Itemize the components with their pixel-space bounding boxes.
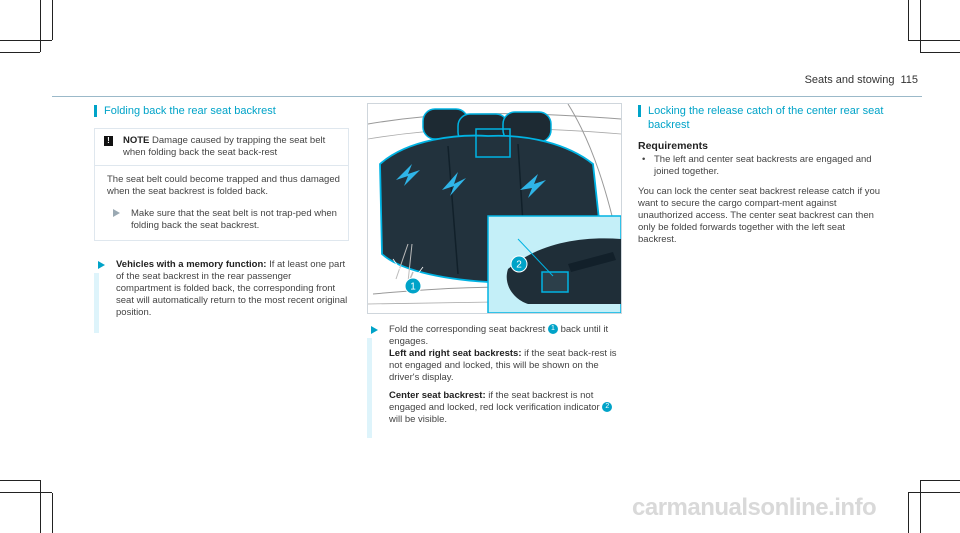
center-text-b: will be visible. [389,414,448,425]
center-label: Center seat backrest: [389,390,486,401]
callout-1-icon: 1 [547,324,558,335]
notice-label: NOTE [123,135,150,146]
notice-text: The seat belt could become trapped and t… [107,174,340,197]
center-note: Center seat backrest: if the seat backre… [389,390,622,426]
notice-box: ! NOTE Damage caused by trapping the sea… [94,128,349,241]
crop-mark [0,492,52,493]
notice-instruction: Make sure that the seat belt is not trap… [107,208,340,232]
arrow-right-icon [113,209,120,217]
step-text-b: back until it engages. [389,324,609,347]
crop-mark [908,40,960,41]
step-bar [94,273,99,333]
step-bar [367,338,372,438]
body-paragraph: You can lock the center seat backrest re… [638,186,881,245]
callout-2-icon: 2 [602,402,613,413]
requirements-heading: Requirements [638,140,709,152]
notice-heading: ! NOTE Damage caused by trapping the sea… [95,129,348,165]
crop-mark [52,0,53,40]
section-title: Folding back the rear seat backrest [94,104,349,118]
column-right: Locking the release catch of the center … [638,104,884,246]
crop-mark [0,40,52,41]
column-middle: Fold the corresponding seat backrest 1 b… [367,324,622,438]
step-fold: Fold the corresponding seat backrest 1 b… [367,324,622,438]
step-text-a: Fold the corresponding seat backrest [389,324,548,335]
marker-2-circle [510,255,528,273]
crop-mark [40,480,41,533]
page-number: 115 [900,74,918,86]
center-text-a: if the seat backrest is not engaged and … [389,390,603,413]
header-rule [52,96,922,97]
crop-mark [40,0,41,52]
step-label: Vehicles with a memory function: [116,259,267,270]
lr-text: if the seat back-rest is not engaged and… [389,348,617,383]
crop-mark [920,52,960,53]
crop-mark [908,492,960,493]
crop-mark [908,493,909,533]
crop-mark [52,493,53,533]
page-header: Seats and stowing 115 [805,74,918,86]
crop-mark [920,480,921,533]
lr-label: Left and right seat backrests: [389,348,522,359]
warning-icon: ! [104,136,113,146]
step-memory: Vehicles with a memory function: If at l… [94,259,349,333]
requirement-item: The left and center seat backrests are e… [638,154,884,178]
column-left: Folding back the rear seat backrest ! NO… [94,104,349,333]
lr-note: Left and right seat backrests: if the se… [389,348,622,384]
crop-mark [0,52,40,53]
figure-marker-2: 2 [516,260,522,271]
crop-mark [0,480,40,481]
section-title: Locking the release catch of the center … [638,104,884,132]
arrow-right-icon [371,326,378,334]
step-text: If at least one part of the seat backres… [116,259,348,318]
rear-seat-drawing: 1 2 [368,104,621,313]
crop-mark [920,0,921,52]
notice-body: The seat belt could become trapped and t… [95,165,348,240]
crop-mark [908,0,909,40]
watermark: carmanualsonline.info [632,494,877,521]
notice-instruction-text: Make sure that the seat belt is not trap… [131,208,337,231]
crop-mark [920,480,960,481]
figure-marker-1: 1 [410,282,416,293]
seat-illustration: 1 2 [367,103,622,314]
section-name: Seats and stowing [804,74,895,86]
notice-head-text: Damage caused by trapping the seat belt … [123,135,326,158]
arrow-right-icon [98,261,105,269]
